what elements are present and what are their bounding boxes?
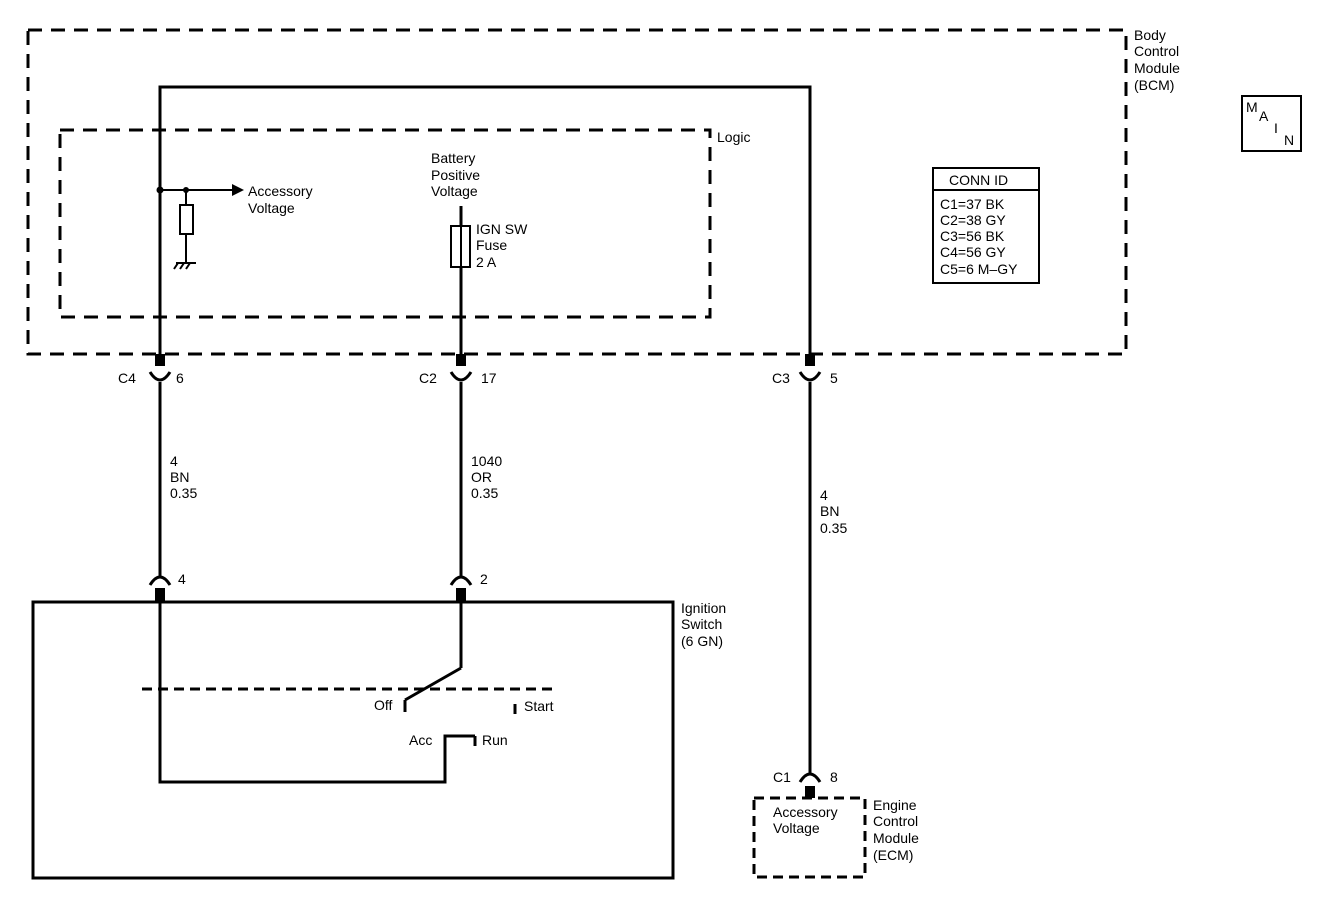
ecm-inner-label-line-1: Accessory: [773, 804, 838, 820]
conn-id-row: C5=6 M–GY: [940, 261, 1018, 277]
fuse-label-line-2: Fuse: [476, 237, 507, 253]
connector-c2-pin: 17: [481, 370, 497, 386]
connector-c3-pin: 5: [830, 370, 838, 386]
main-letter-a: A: [1259, 108, 1269, 124]
battery-label-line-1: Battery: [431, 150, 475, 166]
connector-ecm-c1: C1 8: [773, 769, 838, 798]
wire-right-color: BN: [820, 503, 839, 519]
switch-pin-4-label: 4: [178, 571, 186, 587]
bcm-label: Body Control Module (BCM): [1134, 27, 1180, 93]
ecm-outline: [752, 796, 867, 879]
ignition-switch-label: Ignition Switch (6 GN): [681, 600, 726, 649]
ignition-switch-label-line-2: Switch: [681, 616, 722, 632]
switch-internal-wire-acc: [158, 602, 475, 784]
bcm-label-line-3: Module: [1134, 60, 1180, 76]
wire-bcm-internal-loop: [158, 85, 812, 354]
battery-fuse-branch: Battery Positive Voltage IGN SW Fuse 2 A: [431, 150, 528, 354]
connector-switch-pin-4: 4: [148, 571, 186, 602]
connector-c2: C2 17: [419, 354, 497, 386]
bcm-label-line-4: (BCM): [1134, 77, 1174, 93]
ignition-switch-outline: [31, 600, 675, 880]
battery-label-line-2: Positive: [431, 167, 480, 183]
ecm-label-line-3: Module: [873, 830, 919, 846]
accessory-voltage-tap: Accessory Voltage: [156, 183, 313, 270]
ground-icon: [173, 262, 196, 270]
connector-c4-name: C4: [118, 370, 136, 386]
wire-middle-circuit: 1040: [471, 453, 502, 469]
ecm-label-line-4: (ECM): [873, 847, 913, 863]
main-letter-m: M: [1246, 99, 1258, 115]
ignition-switch-label-line-3: (6 GN): [681, 633, 723, 649]
conn-id-row: C3=56 BK: [940, 228, 1005, 244]
accessory-voltage-label-line-1: Accessory: [248, 183, 313, 199]
logic-outline: [58, 128, 712, 319]
ecm-connector-name: C1: [773, 769, 791, 785]
connector-switch-pin-2: 2: [449, 571, 488, 602]
wire-left-color: BN: [170, 469, 189, 485]
wire-middle-color: OR: [471, 469, 492, 485]
conn-id-row: C2=38 GY: [940, 212, 1006, 228]
switch-contact-arm: [404, 666, 462, 702]
bcm-outline: [26, 28, 1128, 356]
switch-position-off: Off: [374, 697, 393, 713]
conn-id-title: CONN ID: [949, 172, 1008, 188]
battery-label-line-3: Voltage: [431, 183, 478, 199]
switch-position-run: Run: [482, 732, 508, 748]
main-box: M A I N: [1241, 95, 1302, 152]
switch-position-acc: Acc: [409, 732, 432, 748]
ecm-label-line-2: Control: [873, 813, 918, 829]
resistor-icon: [179, 204, 194, 235]
switch-position-start: Start: [524, 698, 554, 714]
connector-c4: C4 6: [118, 354, 184, 386]
conn-id-table: CONN ID C1=37 BK C2=38 GY C3=56 BK C4=56…: [932, 167, 1040, 284]
wire-middle-label: 1040 OR 0.35: [471, 453, 502, 501]
connector-c3-name: C3: [772, 370, 790, 386]
connector-c3: C3 5: [772, 354, 838, 386]
ecm-label: Engine Control Module (ECM): [873, 797, 919, 863]
wire-middle-gauge: 0.35: [471, 485, 498, 501]
bcm-label-line-2: Control: [1134, 43, 1179, 59]
ecm-label-line-1: Engine: [873, 797, 917, 813]
connector-c4-pin: 6: [176, 370, 184, 386]
ecm-inner-label-line-2: Voltage: [773, 820, 820, 836]
connector-c2-name: C2: [419, 370, 437, 386]
switch-pin-2-label: 2: [480, 571, 488, 587]
conn-id-row: C1=37 BK: [940, 196, 1005, 212]
wire-left-label: 4 BN 0.35: [170, 453, 197, 501]
main-letter-i: I: [1274, 120, 1278, 136]
fuse-label-line-3: 2 A: [476, 254, 497, 270]
wire-right-gauge: 0.35: [820, 520, 847, 536]
accessory-voltage-label-line-2: Voltage: [248, 200, 295, 216]
ecm-connector-pin: 8: [830, 769, 838, 785]
fuse-label-line-1: IGN SW: [476, 221, 528, 237]
wire-right-circuit: 4: [820, 487, 828, 503]
ignition-switch-label-line-1: Ignition: [681, 600, 726, 616]
wire-left-circuit: 4: [170, 453, 178, 469]
wire-left-gauge: 0.35: [170, 485, 197, 501]
logic-label: Logic: [717, 129, 750, 145]
main-letter-n: N: [1284, 132, 1294, 148]
bcm-label-line-1: Body: [1134, 27, 1166, 43]
wire-right-label: 4 BN 0.35: [820, 487, 847, 536]
arrow-right-icon: [232, 184, 244, 196]
conn-id-row: C4=56 GY: [940, 244, 1006, 260]
